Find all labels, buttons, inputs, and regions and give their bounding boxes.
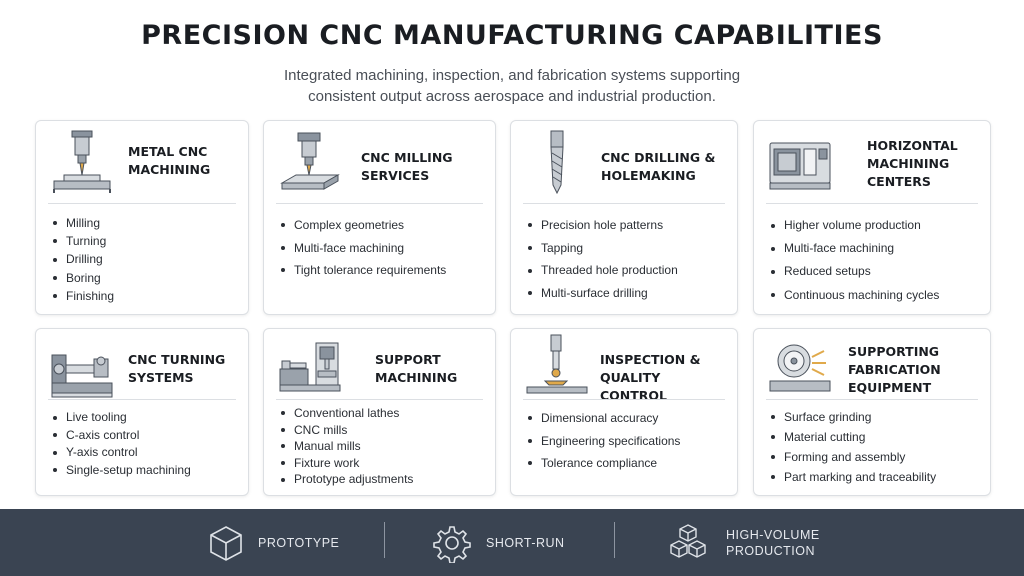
card-title: CNC DRILLING & HOLEMAKING [601,150,716,183]
machining-center-icon [769,142,831,190]
card-list: Higher volume production Multi-face mach… [770,214,980,307]
list-item: Continuous machining cycles [770,284,980,307]
gear-icon [433,525,471,563]
lathe-icon [51,354,113,398]
list-item: Reduced setups [770,260,980,283]
list-item: Part marking and traceability [770,467,980,487]
divider [523,399,725,400]
list-item: Turning [52,232,238,250]
cube-icon [210,525,242,561]
list-item: Material cutting [770,427,980,447]
cnc-spindle-icon [53,130,111,193]
list-item: Tight tolerance requirements [280,259,485,282]
list-item: Higher volume production [770,214,980,237]
list-item: Threaded hole production [527,259,727,282]
divider [766,203,978,204]
list-item: CNC mills [280,422,485,439]
list-item: Manual mills [280,438,485,455]
card-supporting-fabrication-equipment: SUPPORTING FABRICATION EQUIPMENT Surface… [753,328,991,496]
card-list: Dimensional accuracy Engineering specifi… [527,407,727,475]
list-item: Single-setup machining [52,462,238,480]
footer-item-short-run: SHORT-RUN [432,509,565,576]
card-title: METAL CNC MACHINING [128,144,211,177]
card-title: SUPPORT MACHINING [375,352,458,385]
footer-item-prototype: PROTOTYPE [206,509,339,576]
card-title: SUPPORTING FABRICATION EQUIPMENT [848,344,941,395]
page-subtitle: Integrated machining, inspection, and fa… [283,67,741,105]
card-list: Precision hole patterns Tapping Threaded… [527,214,727,305]
list-item: Precision hole patterns [527,214,727,237]
card-title: CNC MILLING SERVICES [361,150,453,183]
list-item: Multi-face machining [770,237,980,260]
card-metal-cnc-machining: METAL CNC MACHINING Milling Turning Dril… [35,120,249,315]
list-item: Multi-surface drilling [527,282,727,305]
list-item: Milling [52,214,238,232]
footer-label: PROTOTYPE [258,535,340,550]
footer-item-high-volume-production: HIGH-VOLUME PRODUCTION [668,509,836,576]
list-item: Prototype adjustments [280,471,485,488]
footer-separator [614,522,615,558]
card-horizontal-machining-centers: HORIZONTAL MACHINING CENTERS Higher volu… [753,120,991,315]
divider [276,399,483,400]
list-item: Y-axis control [52,444,238,462]
card-title: INSPECTION & QUALITY CONTROL [600,352,701,403]
card-list: Conventional lathes CNC mills Manual mil… [280,405,485,488]
list-item: Live tooling [52,409,238,427]
card-list: Complex geometries Multi-face machining … [280,214,485,282]
footer-label: SHORT-RUN [486,535,565,550]
card-list: Live tooling C-axis control Y-axis contr… [52,409,238,479]
stacked-cubes-icon [670,523,706,558]
milling-machine-icon [280,132,340,190]
card-cnc-turning-systems: CNC TURNING SYSTEMS Live tooling C-axis … [35,328,249,496]
list-item: Forming and assembly [770,447,980,467]
page-title: PRECISION CNC MANUFACTURING CAPABILITIES [141,20,883,51]
list-item: Conventional lathes [280,405,485,422]
card-list: Surface grinding Material cutting Formin… [770,407,980,487]
list-item: C-axis control [52,427,238,445]
divider [48,399,236,400]
list-item: Multi-face machining [280,237,485,260]
list-item: Dimensional accuracy [527,407,727,430]
card-inspection-quality-control: INSPECTION & QUALITY CONTROL Dimensional… [510,328,738,496]
footer-label: HIGH-VOLUME PRODUCTION [726,527,820,558]
list-item: Boring [52,269,238,287]
manual-machines-icon [279,342,341,392]
list-item: Complex geometries [280,214,485,237]
grinder-icon [769,344,831,392]
list-item: Tolerance compliance [527,452,727,475]
divider [276,203,483,204]
list-item: Finishing [52,287,238,305]
list-item: Drilling [52,250,238,268]
card-list: Milling Turning Drilling Boring Finishin… [52,214,238,305]
list-item: Tapping [527,237,727,260]
list-item: Surface grinding [770,407,980,427]
card-title: HORIZONTAL MACHINING CENTERS [867,138,958,189]
list-item: Engineering specifications [527,430,727,453]
divider [766,399,978,400]
inspection-probe-icon [526,334,588,394]
footer-separator [384,522,385,558]
card-cnc-drilling-holemaking: CNC DRILLING & HOLEMAKING Precision hole… [510,120,738,315]
list-item: Fixture work [280,455,485,472]
card-support-machining: SUPPORT MACHINING Conventional lathes CN… [263,328,496,496]
card-cnc-milling-services: CNC MILLING SERVICES Complex geometries … [263,120,496,315]
divider [523,203,725,204]
drill-bit-icon [550,130,564,195]
card-title: CNC TURNING SYSTEMS [128,352,226,385]
footer-bar [0,509,1024,576]
divider [48,203,236,204]
